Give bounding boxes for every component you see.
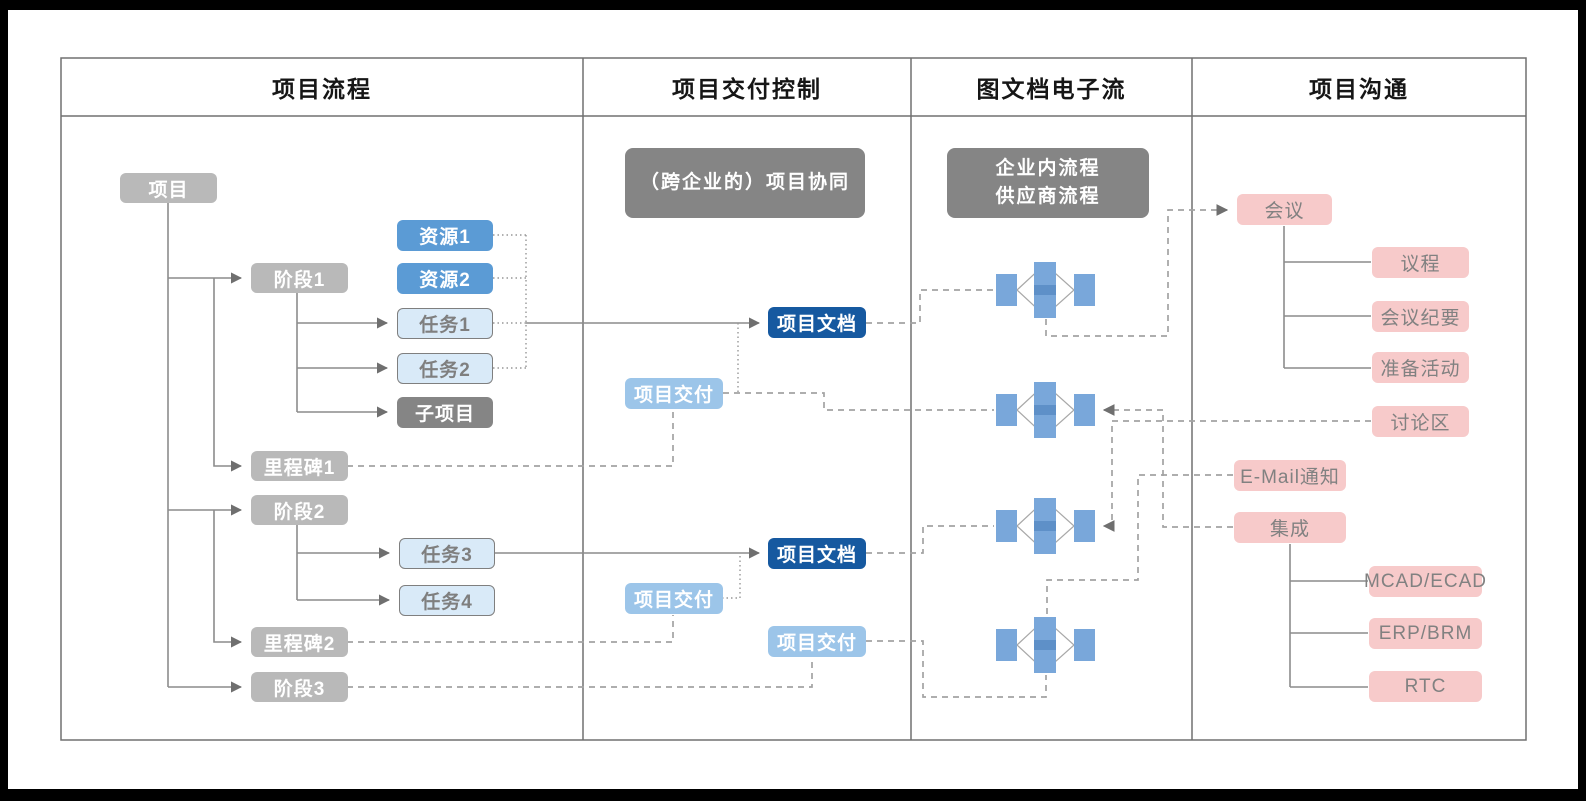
node-task1: 任务1 <box>397 308 493 339</box>
node-resource1: 资源1 <box>397 220 493 251</box>
node-cross-enterprise-collaboration: （跨企业的）项目协同 <box>625 148 865 218</box>
workflow-icons <box>996 262 1095 673</box>
node-rtc: RTC <box>1369 671 1482 702</box>
node-project-document-1: 项目文档 <box>768 307 866 338</box>
connector-milestone2-deliver2 <box>347 615 674 643</box>
connector-email-flow4 <box>1046 474 1233 615</box>
node-task4: 任务4 <box>399 585 495 616</box>
node-milestone1: 里程碑1 <box>251 451 348 481</box>
connector-flow1-meeting <box>1045 204 1229 337</box>
connector-deliver1-flow2 <box>723 392 994 411</box>
node-email-notification: E-Mail通知 <box>1234 460 1346 491</box>
node-enterprise-supplier-flows: 企业内流程 供应商流程 <box>947 148 1149 218</box>
column-header-delivery-control: 项目交付控制 <box>672 76 822 102</box>
node-project-document-2: 项目文档 <box>768 538 866 569</box>
node-project-delivery-3: 项目交付 <box>768 626 866 657</box>
connector-integration-flow2 <box>1102 404 1233 528</box>
node-project-delivery-2: 项目交付 <box>625 583 723 614</box>
node-task3: 任务3 <box>399 538 495 569</box>
workflow-icon-1 <box>996 262 1095 318</box>
supplier-flow-label: 供应商流程 <box>995 186 1101 207</box>
workflow-icon-2 <box>996 382 1095 438</box>
node-phase2: 阶段2 <box>251 495 348 525</box>
connector-milestone1-deliver1 <box>347 410 674 467</box>
communication-tree-connectors <box>1283 226 1371 688</box>
node-phase3: 阶段3 <box>251 672 348 702</box>
node-phase1: 阶段1 <box>251 263 348 293</box>
node-project: 项目 <box>120 173 217 203</box>
connector-phase3-deliver3 <box>347 658 813 688</box>
node-mcad-ecad: MCAD/ECAD <box>1364 566 1486 597</box>
column-header-document-eflow: 图文档电子流 <box>976 76 1127 102</box>
connector-doc2-flow3 <box>866 525 994 554</box>
dashed-connectors <box>347 204 1371 698</box>
node-integration: 集成 <box>1234 512 1346 543</box>
workflow-icon-4 <box>996 617 1095 673</box>
node-agenda: 议程 <box>1372 247 1469 278</box>
project-tree-connectors <box>167 203 391 693</box>
node-task2: 任务2 <box>397 353 493 384</box>
node-resource2: 资源2 <box>397 263 493 294</box>
node-meeting: 会议 <box>1237 194 1332 225</box>
node-subproject: 子项目 <box>397 397 493 428</box>
connector-forum-flow3 <box>1102 420 1371 532</box>
diagram-page <box>8 10 1578 789</box>
enterprise-flow-label: 企业内流程 <box>995 158 1101 180</box>
node-discussion-area: 讨论区 <box>1372 406 1469 437</box>
dotted-links <box>493 234 741 599</box>
column-header-project-process: 项目流程 <box>272 76 372 102</box>
node-erp-brm: ERP/BRM <box>1369 618 1482 649</box>
connector-doc1-flow1 <box>866 289 994 324</box>
node-preparation-activities: 准备活动 <box>1372 352 1469 383</box>
column-header-communication: 项目沟通 <box>1309 76 1409 102</box>
task-to-document-connectors <box>493 317 761 559</box>
node-project-delivery-1: 项目交付 <box>625 378 723 409</box>
workflow-icon-3 <box>996 498 1095 554</box>
node-meeting-minutes: 会议纪要 <box>1372 301 1469 332</box>
table-grid <box>60 57 1527 741</box>
node-milestone2: 里程碑2 <box>251 627 348 657</box>
connector-deliver3-flow4 <box>866 640 1047 698</box>
